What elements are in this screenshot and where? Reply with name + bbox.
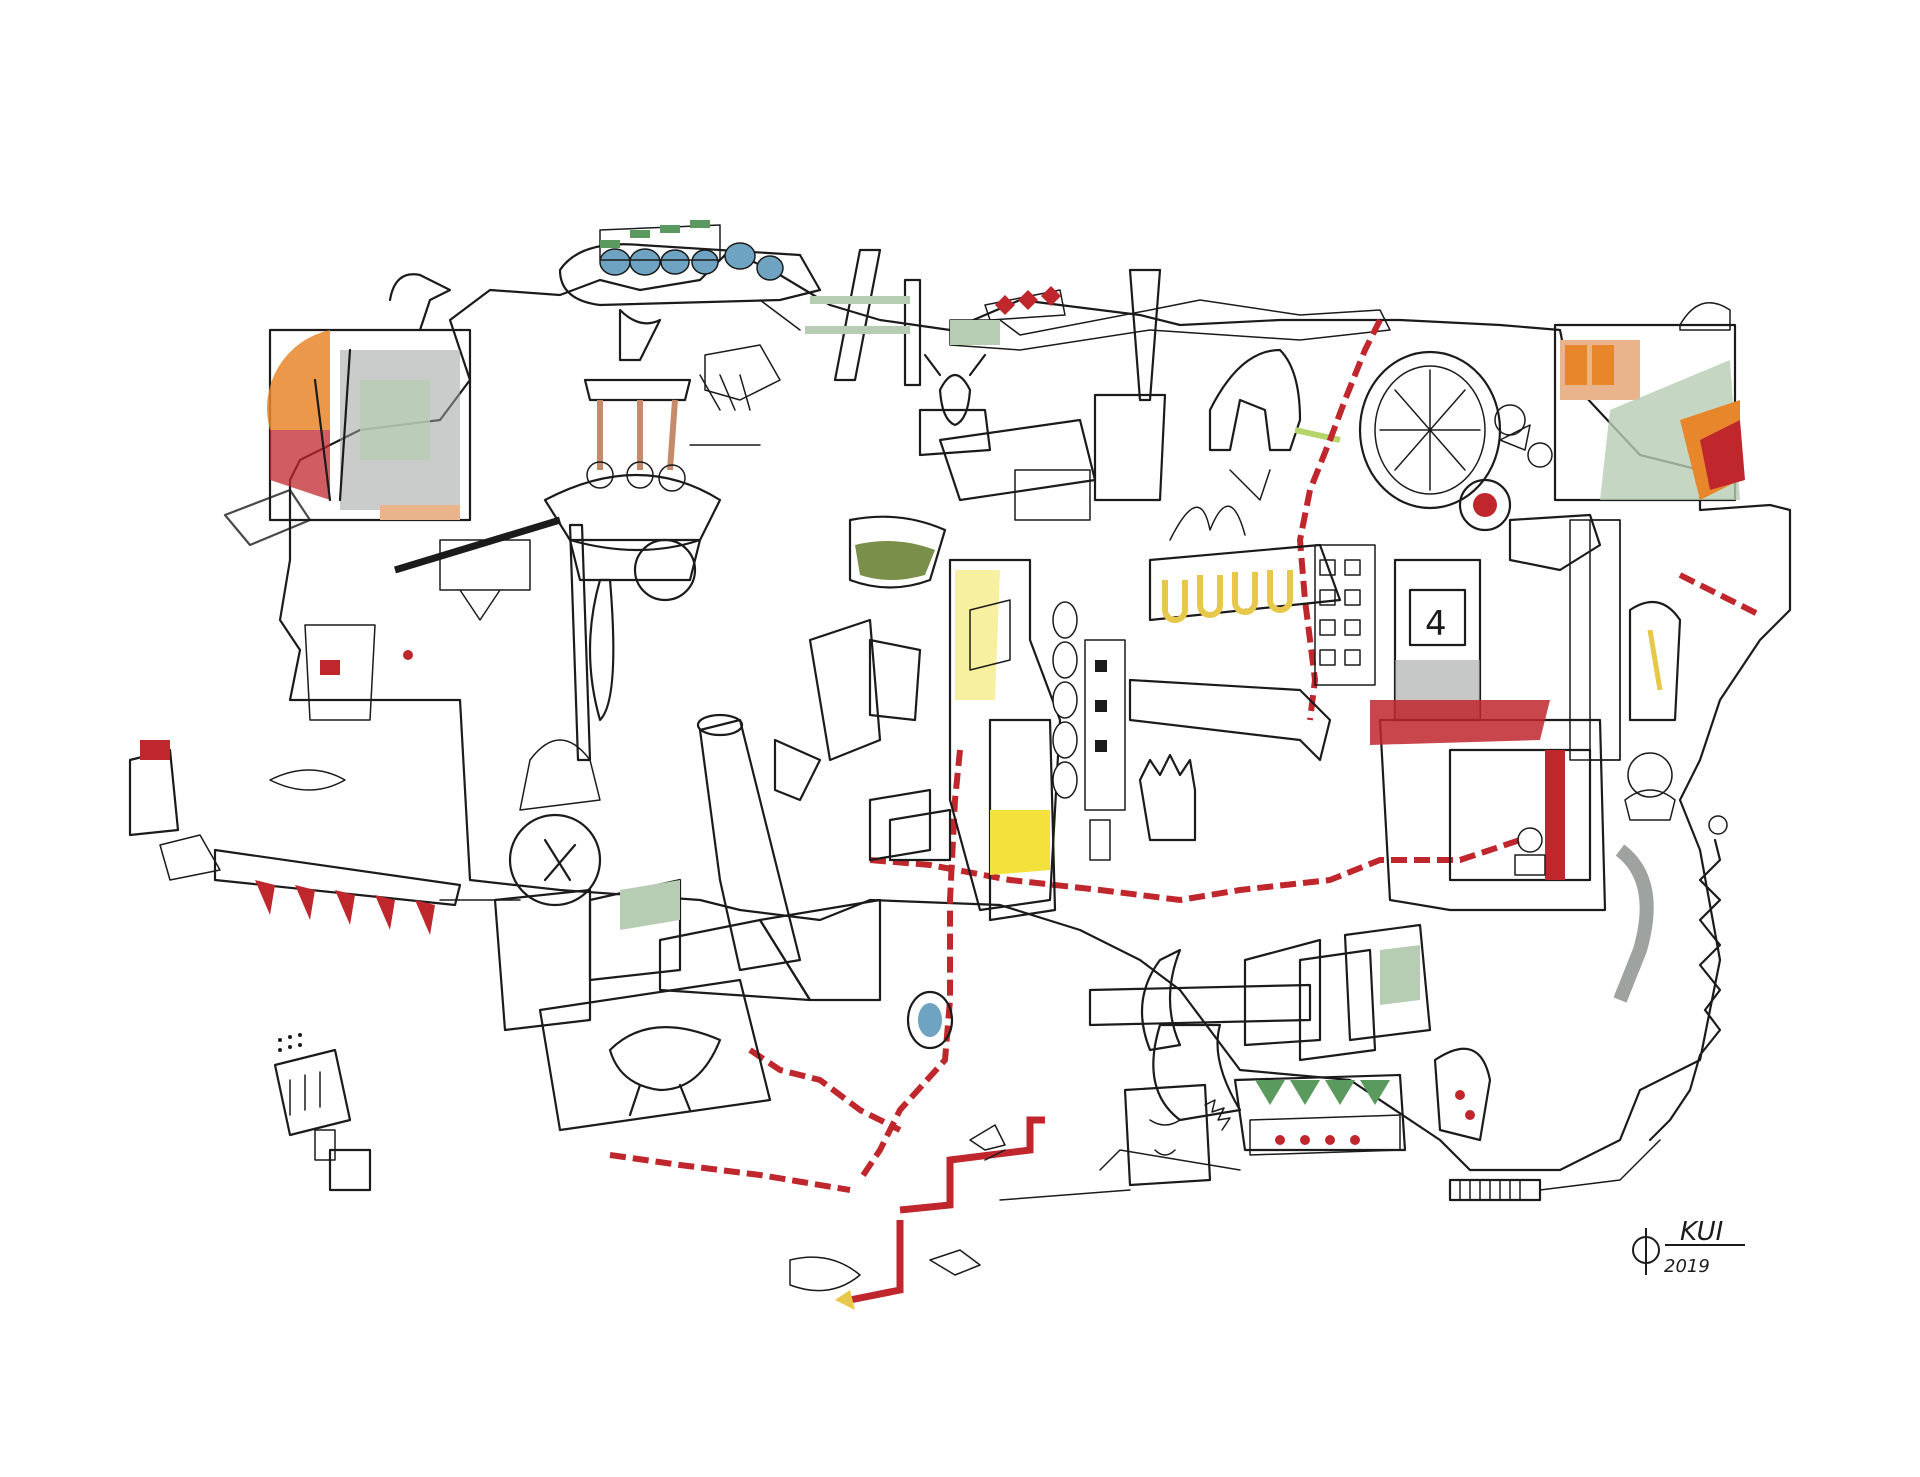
crowned-face-bottom (1123, 1083, 1231, 1187)
top-right-building (1553, 302, 1745, 502)
black-diagonal-bar (393, 516, 562, 574)
window-with-bear (1370, 700, 1607, 912)
mustard-column (988, 718, 1057, 922)
snail-creature (1458, 404, 1602, 572)
yellow-ladder (805, 248, 922, 387)
right-stair-outline (1648, 838, 1722, 1142)
patterned-oval-plate (1358, 350, 1531, 510)
skeleton-creature (699, 344, 781, 411)
lower-right-complex (1088, 923, 1492, 1156)
red-stair-and-birds (789, 1116, 1045, 1310)
orange-geometric-cluster (773, 618, 952, 862)
lizard-card (538, 978, 772, 1132)
brown-stick-and-crescent (508, 523, 697, 907)
red-checker-banner (949, 286, 1391, 351)
artist-signature: KUI 2019 (1632, 1217, 1745, 1277)
hooded-figure (1208, 348, 1341, 452)
chain-column (1052, 601, 1126, 811)
numeral-four: 4 (1425, 604, 1447, 644)
signature-name: KUI (1680, 1217, 1723, 1247)
crowned-face-center (1089, 753, 1197, 861)
left-face-drawings (269, 539, 531, 791)
connecting-lines (439, 299, 1661, 1201)
bottom-left-device (273, 1033, 372, 1192)
peach-tube (658, 713, 882, 1002)
hanging-lamp-cluster (543, 378, 722, 582)
right-figures (1613, 600, 1728, 1003)
blue-ring (906, 990, 954, 1050)
clothespin (1093, 268, 1167, 502)
red-dashed-route (609, 318, 1762, 1193)
bottom-right-accordion (1448, 1178, 1542, 1202)
central-tower (848, 418, 1097, 912)
signature-year: 2019 (1664, 1256, 1710, 1277)
top-creature-with-lollipops (558, 220, 822, 362)
lattice-column (1314, 544, 1376, 686)
main-outline (278, 248, 1792, 1172)
green-red-blocks (493, 878, 682, 1032)
blue-ring-center (918, 1003, 942, 1037)
brown-comb-tube (128, 740, 462, 935)
horseshoe-row (1128, 505, 1342, 762)
top-left-panel (223, 273, 472, 547)
goat-head (918, 353, 992, 457)
